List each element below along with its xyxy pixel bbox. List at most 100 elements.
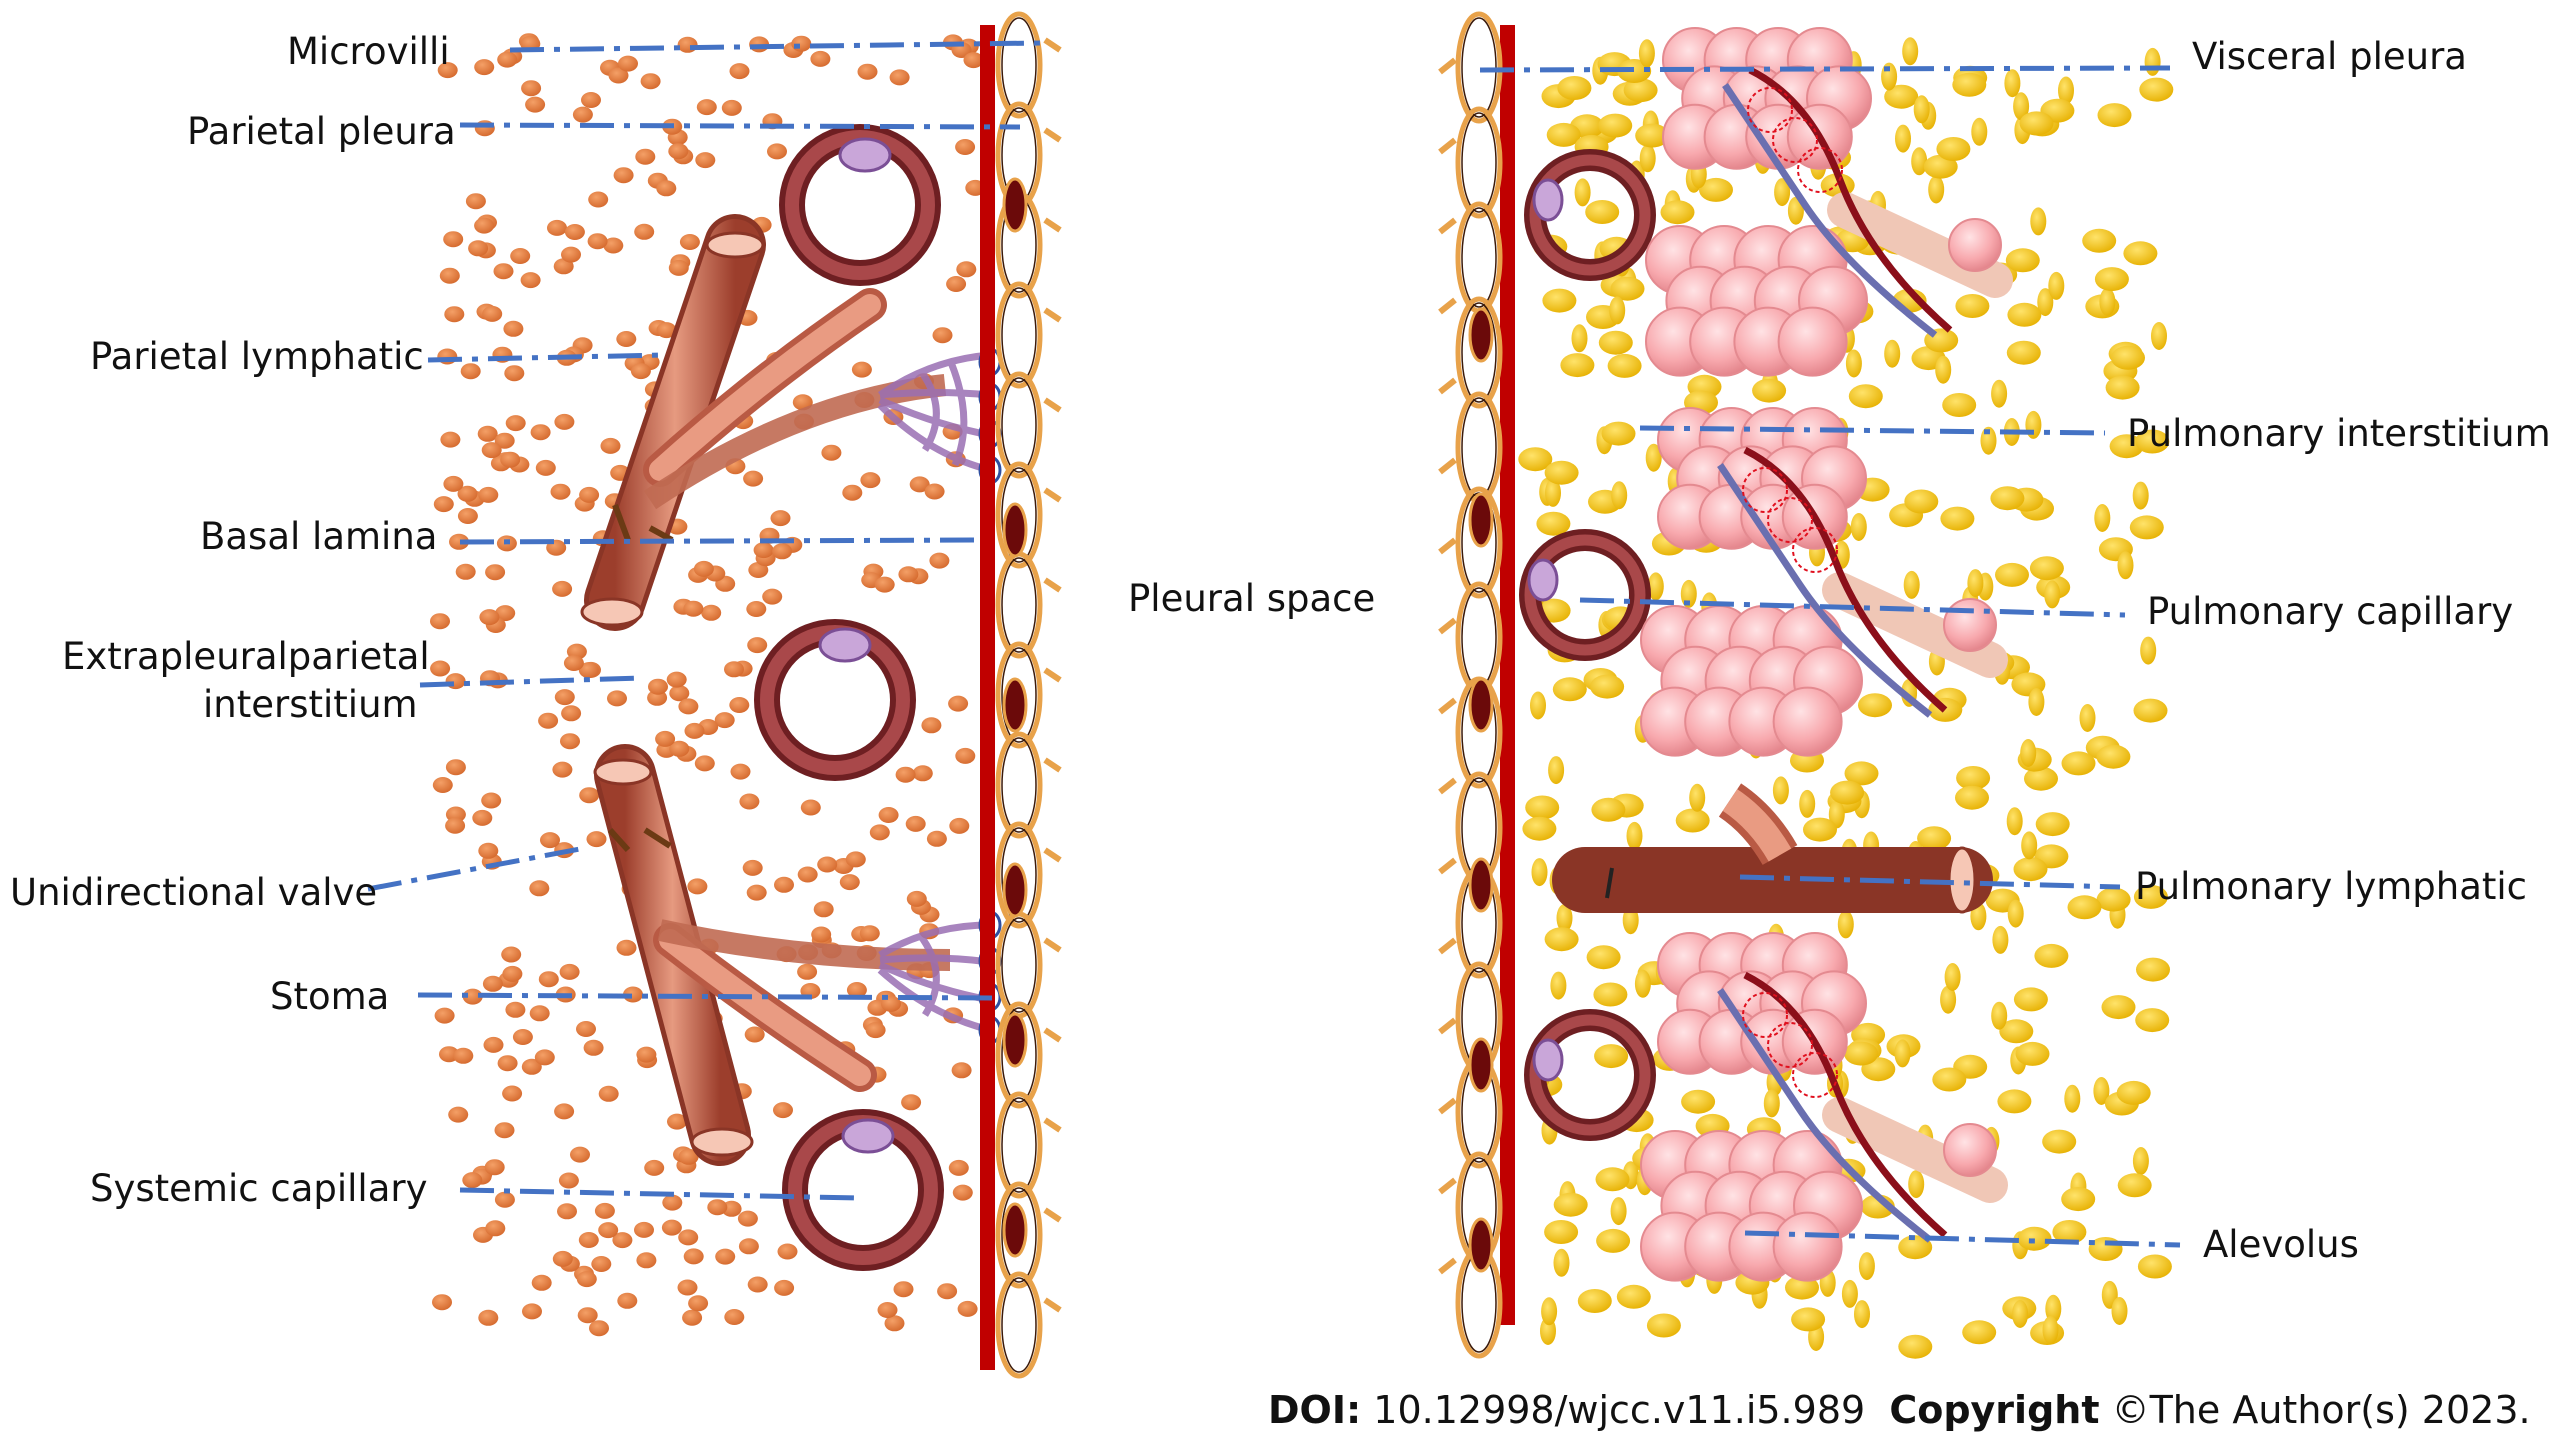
orange-cell [465,193,486,210]
mesothelial-cell [995,281,1043,389]
yellow-cell [2139,77,2174,102]
mesothelial-nucleus [1002,1012,1028,1068]
orange-cell [603,237,624,254]
orange-cell [767,143,787,160]
microvillus [1043,937,1062,953]
orange-cell [529,1005,550,1022]
orange-cell [616,331,637,347]
yellow-cell [2132,481,2149,510]
orange-cell [558,1172,579,1189]
orange-cell [564,224,585,240]
orange-cell [678,1229,699,1246]
copyright-text: ©The Author(s) 2023. [2111,1388,2531,1432]
yellow-cell [1787,196,1804,225]
mesothelial-outline [1001,1007,1037,1103]
orange-cell [440,431,461,448]
orange-cell [501,946,522,963]
orange-cell [839,874,860,891]
orange-cell [534,1049,555,1066]
microvillus [1043,307,1062,323]
orange-cell [618,55,638,72]
orange-cell [777,1243,798,1260]
yellow-cell [1844,761,1879,786]
yellow-cell [1997,1089,2032,1114]
yellow-cell [1596,1228,1631,1253]
label-extrapleural-line2: interstitium [203,683,418,726]
yellow-cell [1593,982,1628,1007]
orange-cell [715,1248,736,1265]
yellow-cell [2061,1187,2096,1212]
orange-cell [948,1159,969,1176]
doi-label: DOI: [1268,1388,1362,1432]
yellow-cell [1858,1252,1875,1281]
orange-cell [669,740,690,757]
yellow-cell [2133,884,2168,909]
orange-cell [576,1021,596,1037]
yellow-cell [2140,636,2157,665]
orange-cell [946,276,967,292]
orange-cell [462,988,483,1005]
label-unidirectional-valve: Unidirectional valve [10,871,378,914]
orange-cell [677,36,698,53]
orange-cell [552,1250,573,1267]
orange-cell [547,219,567,236]
orange-cell [684,722,705,739]
yellow-cell [1590,674,1625,699]
orange-cell [955,139,976,155]
yellow-cell [1895,124,1911,153]
yellow-cell [2044,580,2061,609]
mesothelial-cell [995,911,1043,1019]
orange-cell [878,807,899,823]
microvillus [1438,537,1457,555]
orange-cell [791,35,812,52]
orange-cell [683,600,704,617]
orange-cell [865,1022,886,1039]
label-basal-lamina: Basal lamina [200,515,438,558]
yellow-cell [2037,288,2054,317]
microvillus [1438,297,1457,315]
orange-cell [608,67,629,84]
yellow-cell [1607,353,1642,378]
mesothelial-cell [995,371,1043,479]
orange-cell [520,272,541,289]
orange-cell [857,63,878,80]
orange-cell [739,793,760,810]
orange-cell [729,697,750,713]
yellow-cell [2099,287,2116,316]
orange-cell [494,1122,515,1139]
orange-cell [588,191,609,208]
orange-cell [846,982,867,998]
capillary-net [1767,497,1813,543]
yellow-cell [1952,72,1987,97]
yellow-cell [1610,1197,1627,1226]
orange-cell [937,1283,958,1300]
yellow-cell [1548,756,1565,785]
yellow-cell [1571,324,1588,353]
orange-cell [444,306,465,323]
yellow-cell [1908,1170,1925,1199]
orange-cell [955,747,976,764]
mesothelial-cell [995,1091,1043,1199]
orange-cell [552,580,573,597]
orange-cell [924,483,945,500]
yellow-cell [1956,766,1991,790]
label-pulmonary-lymphatic: Pulmonary lymphatic [2135,865,2528,908]
orange-cell [453,1047,474,1064]
orange-cell [612,1232,633,1249]
yellow-cell [2094,267,2129,292]
orange-cell [742,859,763,876]
yellow-cell [2135,429,2170,454]
microvillus [1438,697,1457,715]
mesothelial-outline [1001,377,1037,473]
mesothelial-outline [1001,467,1037,563]
yellow-cell [1610,276,1645,301]
systemic-capillary-1 [779,124,941,286]
microvillus [1043,577,1062,593]
parietal-pleura-band [980,25,995,1370]
orange-cell [468,240,489,257]
orange-cell [589,1320,609,1337]
yellow-cell [2013,92,2030,121]
mesothelial-cell [995,461,1043,569]
orange-cell [746,601,767,617]
orange-cell [677,1279,698,1296]
